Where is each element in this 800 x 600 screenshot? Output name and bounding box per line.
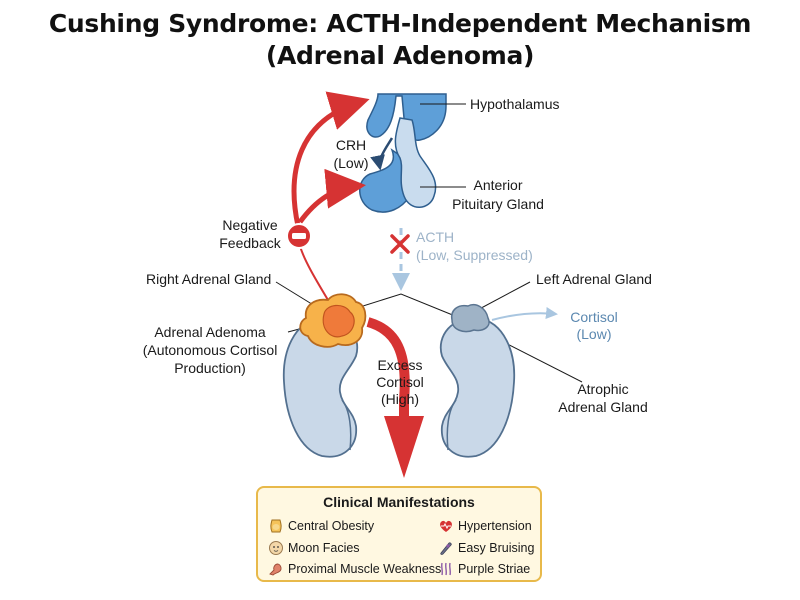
manifestation-item: Central Obesity: [268, 518, 374, 534]
diagram-title: Cushing Syndrome: ACTH-Independent Mecha…: [0, 8, 800, 72]
adenoma-tumor-shape: [322, 304, 355, 338]
adenoma-label-3: Production): [174, 360, 246, 376]
manifestation-label: Central Obesity: [288, 519, 375, 533]
manifestations-title: Clinical Manifestations: [323, 494, 475, 510]
left-adrenal-label: Left Adrenal Gland: [536, 271, 652, 287]
excess-cortisol-label-1: Excess: [377, 357, 422, 373]
right-ureter: [341, 399, 352, 451]
title-line-2: (Adrenal Adenoma): [265, 41, 535, 70]
negative-feedback-label-2: Feedback: [219, 235, 281, 251]
excess-cortisol-label-3: (High): [381, 391, 419, 407]
manifestation-item: Easy Bruising: [438, 540, 534, 556]
hypothalamus-label: Hypothalamus: [470, 96, 560, 112]
manifestation-item: Proximal Muscle Weakness: [268, 561, 441, 577]
heart-pulse-icon: [440, 520, 452, 532]
right-adrenal-label: Right Adrenal Gland: [146, 271, 271, 287]
acth-blocked-icon: [390, 234, 410, 254]
torso-icon: [270, 519, 282, 533]
cortisol-low-label-2: (Low): [576, 326, 611, 342]
title-line-1: Cushing Syndrome: ACTH-Independent Mecha…: [48, 9, 752, 38]
manifestation-item: Hypertension: [438, 518, 532, 534]
feedback-line-from-adenoma: [299, 245, 329, 301]
crh-arrow: [370, 137, 394, 171]
atrophic-label-1: Atrophic: [577, 381, 628, 397]
striae-icon: [441, 562, 451, 576]
feedback-arrow-to-hypothalamus: [291, 91, 370, 227]
manifestation-label: Purple Striae: [458, 562, 531, 576]
cortisol-low-arrow: [491, 307, 558, 321]
left-kidney-shape: [439, 317, 516, 458]
excess-cortisol-arrow: [366, 317, 410, 416]
adenoma-label-2: (Autonomous Cortisol: [143, 342, 278, 358]
anterior-pituitary-label-2: Pituitary Gland: [452, 196, 544, 212]
crh-label: CRH: [336, 137, 366, 153]
cortisol-low-label-1: Cortisol: [570, 309, 617, 325]
crh-level-label: (Low): [333, 155, 368, 171]
feedback-arrow-to-pituitary: [297, 168, 366, 224]
anterior-pituitary-label-1: Anterior: [473, 177, 522, 193]
bruise-icon: [440, 542, 452, 555]
muscle-arm-icon: [269, 563, 282, 576]
negative-feedback-icon: [286, 223, 312, 249]
pituitary-posterior-shape: [394, 117, 437, 208]
left-ureter: [446, 399, 457, 451]
manifestation-label: Proximal Muscle Weakness: [288, 562, 442, 576]
negative-feedback-label-1: Negative: [222, 217, 277, 233]
manifestation-label: Easy Bruising: [458, 541, 535, 555]
adenoma-label-1: Adrenal Adenoma: [154, 324, 266, 340]
moon-face-icon: [269, 541, 283, 555]
right-kidney-shape: [282, 317, 359, 458]
acth-level-label: (Low, Suppressed): [416, 247, 533, 263]
atrophic-label-2: Adrenal Gland: [558, 399, 648, 415]
atrophic-adrenal-shape: [450, 304, 490, 333]
excess-cortisol-arrowhead: [384, 416, 424, 478]
manifestation-item: Moon Facies: [268, 540, 360, 556]
manifestation-label: Moon Facies: [288, 541, 360, 555]
manifestation-item: Purple Striae: [438, 561, 530, 577]
excess-cortisol-label-2: Cortisol: [376, 374, 423, 390]
manifestation-label: Hypertension: [458, 519, 532, 533]
acth-label: ACTH: [416, 229, 454, 245]
clinical-manifestations-box: Clinical Manifestations Central Obesity …: [256, 486, 542, 582]
